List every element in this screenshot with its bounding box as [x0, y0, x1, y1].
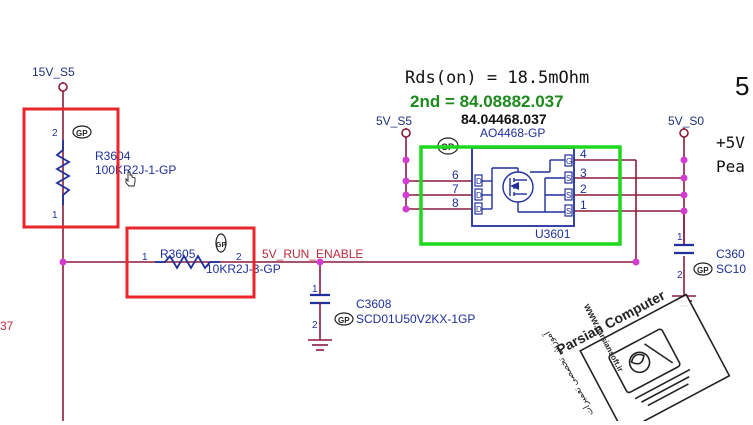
- right-note-line1: +5V: [716, 133, 745, 152]
- r3604-ref: R3604: [95, 149, 131, 163]
- u3601-pin-num-left-1: 7: [452, 182, 459, 196]
- junction-dot: [632, 258, 640, 266]
- c3608-badge-icon: GP: [334, 312, 354, 326]
- junction-dot: [402, 205, 410, 213]
- r3605-pin-right: 2: [236, 252, 242, 263]
- watermark: Parsian Computer WWW.parsiansoft.ir آموز…: [541, 287, 731, 425]
- resistor-r3604[interactable]: 2 1 R3604 100KR2J-1-GP GP: [52, 125, 176, 221]
- highlight-box-r3604: [22, 107, 120, 229]
- c3603-badge-icon: GP: [693, 262, 713, 276]
- r3605-part: 10KR2J-3-GP: [206, 262, 281, 276]
- right-edge-digit: 5: [735, 71, 749, 101]
- c3603-pin-bottom: 2: [677, 270, 683, 281]
- junction-dot: [680, 207, 688, 215]
- part-number-annotation: 84.04468.037: [461, 111, 547, 127]
- c3603-ref: C360: [716, 247, 745, 261]
- c3608-pin-bottom: 2: [312, 320, 318, 331]
- junction-dot: [680, 174, 688, 182]
- junction-dot: [680, 191, 688, 199]
- highlight-box-r3605: [125, 226, 256, 299]
- r3604-zigzag: [55, 140, 71, 205]
- u3601-pin-num-right-3: 1: [580, 198, 587, 212]
- junction-dot: [402, 156, 410, 164]
- svg-text:GP: GP: [697, 266, 709, 275]
- c3603-part: SC10: [716, 262, 746, 276]
- power-rails: [58, 82, 689, 138]
- highlight-box-u3601: [419, 145, 622, 246]
- r3604-pin-bottom: 1: [52, 210, 58, 221]
- u3601-pin-num-left-2: 8: [452, 196, 459, 210]
- junctions: [59, 156, 688, 266]
- r3604-badge-icon: GP: [72, 125, 92, 139]
- u3601-pin-label-right-3: S: [566, 207, 571, 216]
- rds-on-annotation: Rds(on) = 18.5mOhm: [405, 68, 589, 88]
- c3603-pin-top: 1: [677, 232, 683, 243]
- watermark-frame: [579, 293, 731, 425]
- u3601-pin-num-left-0: 6: [452, 168, 459, 182]
- u3601-pin-label-right-2: S: [566, 191, 571, 200]
- net-label-5v-s0: 5V_S0: [668, 114, 704, 128]
- svg-text:GP: GP: [338, 316, 350, 325]
- u3601-part: AO4468-GP: [480, 126, 545, 140]
- u3601-pin-label-left-1: D: [476, 191, 482, 200]
- u3601-arrow-icon: [510, 182, 519, 190]
- u3601-fet-symbol: [482, 159, 565, 213]
- svg-text:GP: GP: [216, 242, 226, 249]
- u3601-pin-num-right-0: 4: [580, 147, 587, 161]
- u3601-pin-label-right-1: S: [566, 174, 571, 183]
- junction-dot: [59, 258, 67, 266]
- u3601-pin-num-right-2: 2: [580, 182, 587, 196]
- wires: [62, 92, 685, 421]
- junction-dot: [402, 191, 410, 199]
- computer-icon: [608, 328, 691, 407]
- junction-dot: [680, 156, 688, 164]
- capacitor-c3603[interactable]: 1 2 C360 SC10 GP: [672, 232, 746, 307]
- rail-5v-s5-terminal: [401, 128, 411, 138]
- r3604-pin-top: 2: [52, 128, 58, 139]
- resistor-r3605[interactable]: 1 2 R3605 10KR2J-3-GP GP: [142, 233, 281, 276]
- mosfet-u3601[interactable]: D D D G S S S: [437, 126, 587, 241]
- c3608-pin-top: 1: [312, 284, 318, 295]
- right-note-line2: Pea: [716, 157, 745, 176]
- cursor-hand-icon: [125, 171, 136, 187]
- r3604-part: 100KR2J-1-GP: [95, 163, 176, 177]
- u3601-pin-label-right-0: G: [566, 157, 572, 166]
- ground-icon: [308, 339, 332, 351]
- u3601-ref: U3601: [535, 227, 571, 241]
- r3605-badge-icon: GP: [215, 233, 227, 253]
- c3608-part: SCD01U50V2KX-1GP: [356, 312, 475, 326]
- left-edge-number: 37: [0, 319, 14, 333]
- second-source-annotation: 2nd = 84.08882.037: [410, 92, 564, 111]
- r3605-ref: R3605: [160, 247, 196, 261]
- junction-dot: [316, 258, 324, 266]
- net-label-15v-s5: 15V_S5: [32, 65, 75, 79]
- net-label-5v-run-enable: 5V_RUN_ENABLE: [262, 247, 363, 261]
- u3601-pin-label-left-0: D: [476, 177, 482, 186]
- r3605-pin-left: 1: [142, 252, 148, 263]
- r3605-zigzag: [155, 254, 220, 270]
- rail-15v-s5-terminal: [58, 82, 68, 92]
- rail-5v-s0-terminal: [679, 128, 689, 138]
- capacitor-c3608[interactable]: 1 2 C3608 SCD01U50V2KX-1GP GP: [308, 284, 475, 351]
- junction-dot: [402, 177, 410, 185]
- net-label-5v-s5: 5V_S5: [376, 114, 412, 128]
- u3601-pin-num-right-1: 3: [580, 166, 587, 180]
- c3608-ref: C3608: [356, 297, 392, 311]
- svg-text:GP: GP: [76, 129, 88, 138]
- u3601-pin-label-left-2: D: [476, 205, 482, 214]
